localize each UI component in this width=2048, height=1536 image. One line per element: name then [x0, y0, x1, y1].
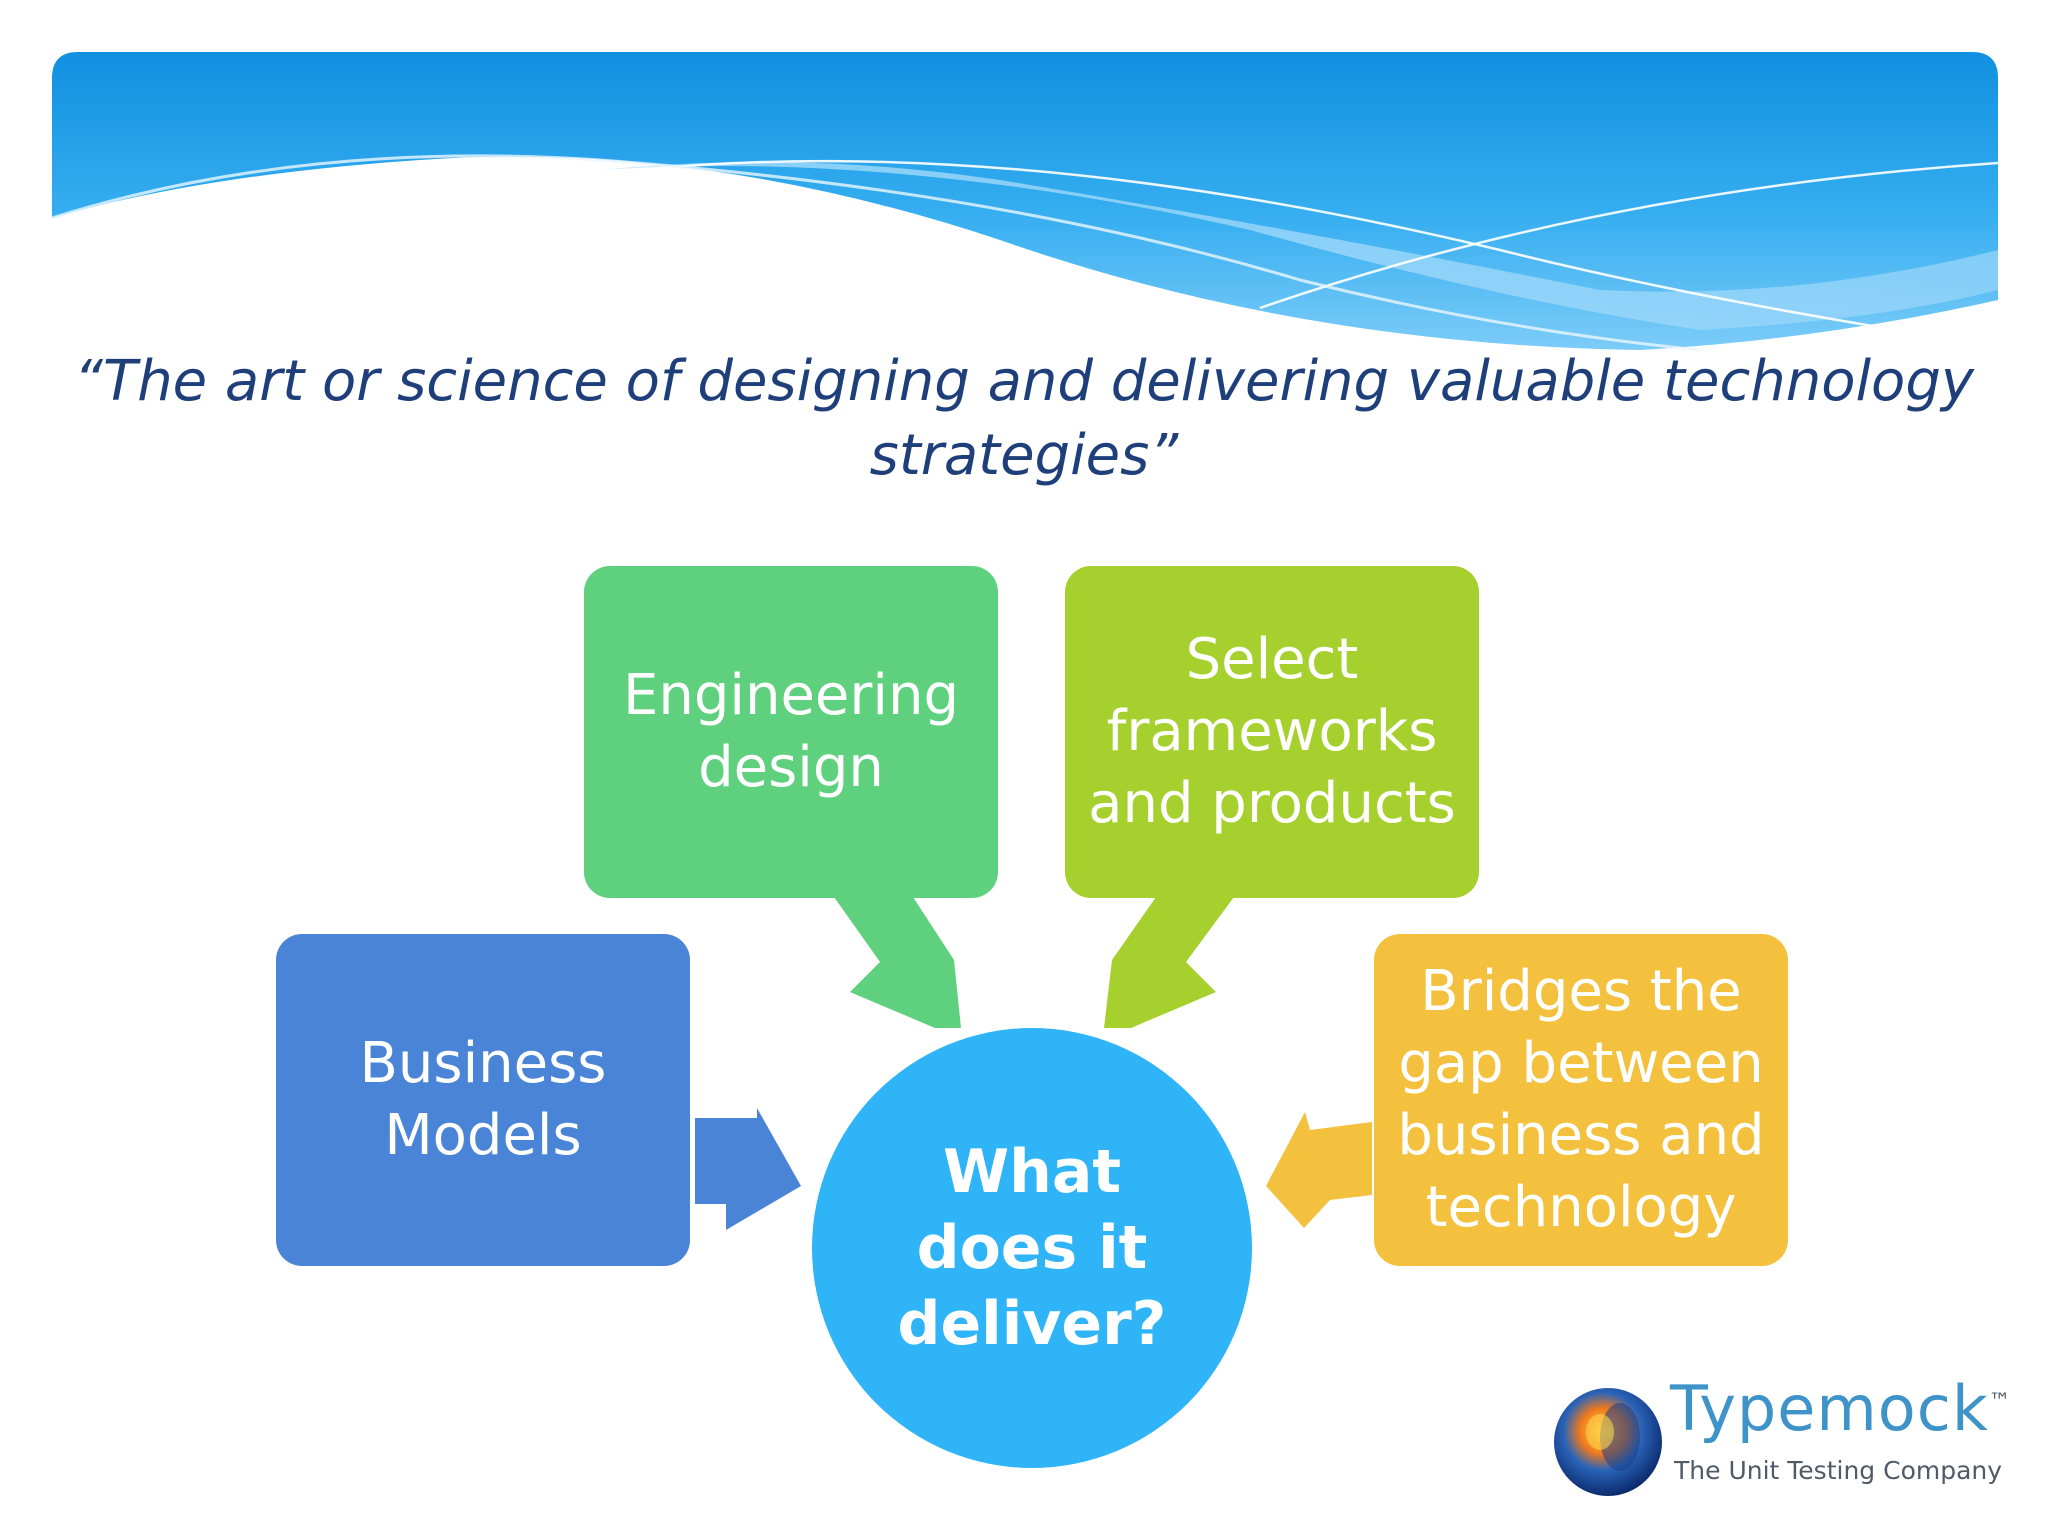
center-node-label: What does it deliver?	[897, 1137, 1167, 1359]
arrow-business	[695, 1108, 801, 1230]
node-engineering-label: Engineering design	[623, 663, 959, 800]
node-business-models: Business Models	[276, 934, 690, 1266]
node-frameworks-label: Select frameworks and products	[1088, 627, 1456, 836]
arrow-engineering	[834, 897, 961, 1028]
node-select-frameworks: Select frameworks and products	[1065, 566, 1479, 898]
node-bridges-label: Bridges the gap between business and tec…	[1397, 959, 1765, 1240]
header-wave-banner	[51, 52, 1999, 352]
center-node: What does it deliver?	[812, 1028, 1252, 1468]
arrow-frameworks	[1104, 897, 1234, 1028]
typemock-logo: Typemock™ The Unit Testing Company	[1550, 1372, 2020, 1510]
node-bridges-gap: Bridges the gap between business and tec…	[1374, 934, 1788, 1266]
node-business-label: Business Models	[359, 1031, 607, 1168]
node-engineering-design: Engineering design	[584, 566, 998, 898]
definition-quote: “The art or science of designing and del…	[73, 349, 1975, 488]
arrow-bridges	[1266, 1112, 1372, 1228]
typemock-globe-icon	[1554, 1388, 1662, 1496]
logo-name: Typemock™	[1670, 1372, 2012, 1445]
logo-tagline: The Unit Testing Company	[1674, 1456, 2003, 1485]
